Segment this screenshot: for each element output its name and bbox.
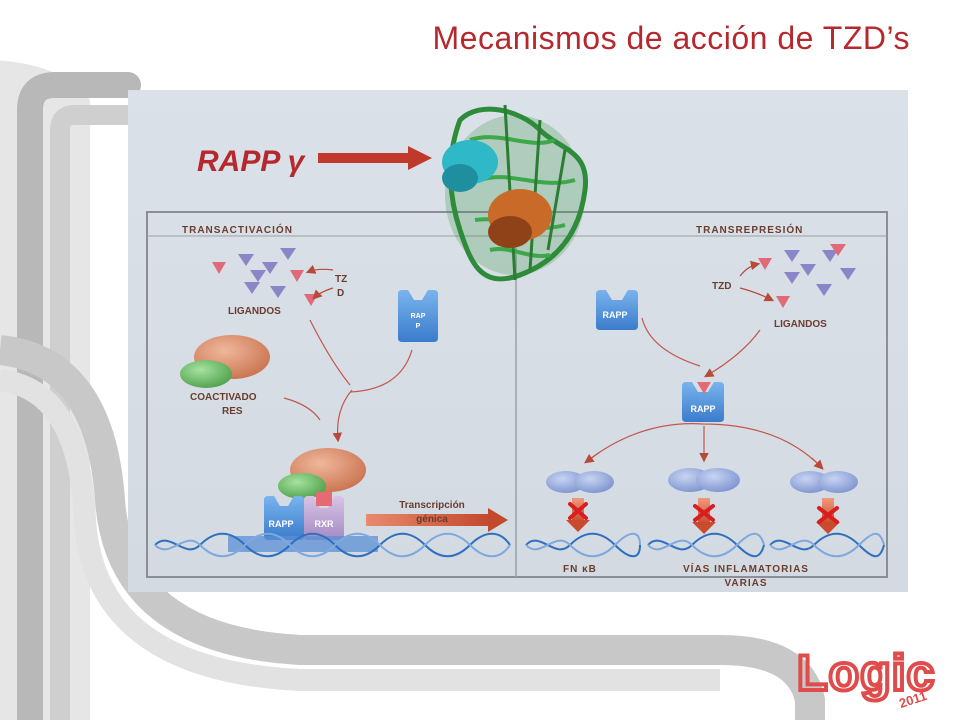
- left-pipe: [17, 72, 141, 720]
- logic-2011-logo: Logic 2011: [795, 643, 936, 710]
- bottom-arc: [0, 335, 825, 720]
- left-ligands-cluster: [212, 248, 318, 306]
- page-title: Mecanismos de acción de TZD’s: [432, 20, 910, 56]
- bottom-rapp-label: RAPP: [268, 519, 293, 529]
- bottom-arc-inner: [0, 369, 720, 691]
- blocked-arrow-3: [816, 498, 840, 534]
- right-tzd-label: TZD: [712, 281, 731, 292]
- logo-brand-text: Logic: [797, 645, 935, 701]
- bottom-rxr-receptor: [304, 492, 344, 540]
- right-top-rapp-label: RAPP: [602, 310, 627, 320]
- block-x-icon: [817, 506, 839, 524]
- left-pipe-inner: [50, 105, 128, 720]
- ligand-triangle: [212, 262, 226, 274]
- left-rapp-label-2: P: [416, 323, 421, 330]
- logo-year-text: 2011: [897, 688, 928, 710]
- branch-right-arrow: [811, 457, 824, 470]
- protein-structure-image: [442, 104, 588, 282]
- branch-arc: [585, 423, 823, 469]
- tzd-arrow-2: [312, 287, 334, 300]
- branch-left-arrow: [584, 451, 601, 464]
- transrepression-header: TRANSREPRESIÓN: [696, 223, 803, 236]
- block-x-icon: [693, 504, 715, 522]
- left-rapp-receptor: [398, 290, 438, 342]
- rapp-to-complex-arrow: [349, 349, 413, 393]
- bottom-rapp-receptor: [264, 496, 304, 540]
- right-rapp-arrow: [641, 317, 701, 367]
- left-ligandos-label: LIGANDOS: [228, 306, 281, 317]
- fnkb-label: FN κB: [563, 564, 597, 575]
- vias-label-2: VARIAS: [724, 578, 767, 589]
- assembled-complex: [278, 448, 366, 499]
- coactivator-molecule: [180, 335, 270, 388]
- vias-label-1: VÍAS INFLAMATORIAS: [683, 562, 809, 575]
- rapp-gamma-arrow: [318, 146, 432, 170]
- left-tzd-label-2: D: [337, 288, 344, 299]
- left-rapp-label-1: RAP: [411, 313, 426, 320]
- left-dna-strand: [154, 532, 511, 558]
- right-blob-3: [790, 471, 858, 493]
- transcription-arrow: [366, 508, 508, 532]
- right-dna-strands: [525, 532, 885, 558]
- right-ligand-arrow: [703, 329, 761, 378]
- coactivadores-label-1: COACTIVADO: [190, 392, 257, 403]
- right-middle-rapp-receptor: [682, 382, 724, 422]
- transcripcion-label-2: génica: [416, 514, 448, 525]
- blocked-arrow-1: [566, 498, 590, 532]
- right-middle-rapp-label: RAPP: [690, 404, 715, 414]
- down-to-complex-arrow: [332, 389, 353, 443]
- ligand-to-complex-arrow: [309, 319, 351, 386]
- right-tzd-arrow-1: [739, 260, 761, 277]
- right-blob-1: [546, 471, 614, 493]
- bottom-rxr-label: RXR: [314, 519, 334, 529]
- transcripcion-label-1: Transcripción: [399, 500, 465, 511]
- transactivation-header: TRANSACTIVACIÓN: [182, 223, 293, 236]
- right-ligandos-label: LIGANDOS: [774, 319, 827, 330]
- tzd-arrow-1: [305, 264, 334, 274]
- coactivator-arrow: [283, 397, 321, 421]
- right-ligands-cluster: [758, 244, 856, 308]
- block-x-icon: [568, 502, 588, 520]
- right-blob-2: [668, 468, 740, 492]
- rapp-gamma-label: RAPP γ: [197, 145, 307, 178]
- blocked-arrow-2: [692, 498, 716, 534]
- left-tzd-label-1: TZ: [335, 274, 347, 285]
- right-tzd-arrow-2: [739, 287, 775, 302]
- coactivadores-label-2: RES: [222, 406, 243, 417]
- right-top-rapp-receptor: [596, 290, 638, 330]
